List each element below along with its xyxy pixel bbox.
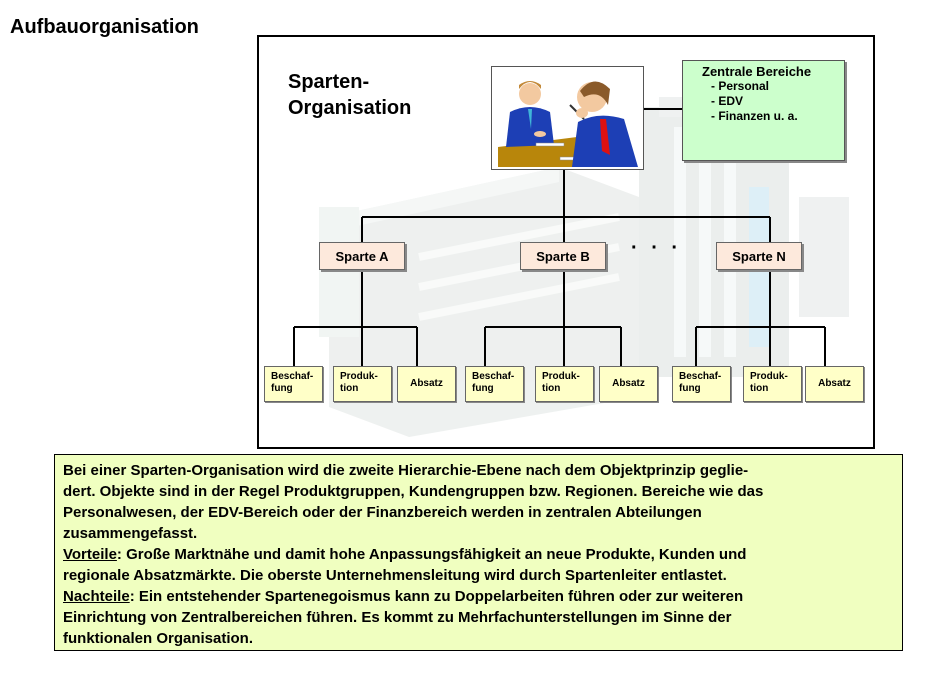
sparte-a-box: Sparte A bbox=[319, 242, 405, 270]
unit-label-line2: tion bbox=[340, 383, 359, 394]
nachteile-line: Einrichtung von Zentralbereichen führen.… bbox=[63, 609, 732, 626]
unit-label-line1: Beschaf- bbox=[472, 371, 515, 382]
unit-label-line2: tion bbox=[542, 383, 561, 394]
unit-absatz: Absatz bbox=[397, 366, 456, 402]
vorteile-line: regionale Absatzmärkte. Die oberste Unte… bbox=[63, 567, 727, 584]
intro-line: dert. Objekte sind in der Regel Produktg… bbox=[63, 483, 764, 500]
zentrale-bereiche-box: Zentrale Bereiche - Personal - EDV - Fin… bbox=[682, 60, 845, 161]
nachteile-line: Nachteile: Ein entstehender Spartenegois… bbox=[63, 586, 902, 607]
nachteile-line: funktionalen Organisation. bbox=[63, 630, 254, 647]
unit-produktion: Produk- tion bbox=[333, 366, 392, 402]
vorteile-text: : Große Marktnähe und damit hohe Anpassu… bbox=[116, 546, 747, 563]
unit-label-line2: tion bbox=[750, 383, 769, 394]
unit-produktion: Produk- tion bbox=[535, 366, 594, 402]
nachteile-text: : Ein entstehender Spartenegoismus kann … bbox=[129, 588, 744, 605]
unit-label-line2: fung bbox=[271, 383, 293, 394]
unit-label-line1: Produk- bbox=[542, 371, 580, 382]
unit-label-line2: fung bbox=[679, 383, 701, 394]
unit-label-line2: fung bbox=[472, 383, 494, 394]
org-connector-lines bbox=[293, 108, 826, 366]
sparte-n-box: Sparte N bbox=[716, 242, 802, 270]
vorteile-label: Vorteile bbox=[63, 546, 117, 563]
unit-absatz: Absatz bbox=[805, 366, 864, 402]
unit-absatz: Absatz bbox=[599, 366, 658, 402]
unit-beschaffung: Beschaf- fung bbox=[672, 366, 731, 402]
zentrale-item-edv: - EDV bbox=[711, 94, 744, 108]
unit-beschaffung: Beschaf- fung bbox=[465, 366, 524, 402]
unit-produktion: Produk- tion bbox=[743, 366, 802, 402]
intro-line: Bei einer Sparten-Organisation wird die … bbox=[63, 462, 749, 479]
zentrale-bereiche-title: Zentrale Bereiche bbox=[702, 64, 812, 79]
unit-label-line1: Beschaf- bbox=[271, 371, 314, 382]
description-box: Bei einer Sparten-Organisation wird die … bbox=[54, 454, 903, 651]
diagram-title-line1: Sparten- bbox=[288, 71, 370, 93]
unit-beschaffung: Beschaf- fung bbox=[264, 366, 323, 402]
zentrale-item-finanzen: - Finanzen u. a. bbox=[711, 109, 798, 123]
unit-label-line1: Produk- bbox=[340, 371, 378, 382]
intro-line: zusammengefasst. bbox=[63, 525, 198, 542]
diagram-frame: Sparten- Organisation bbox=[257, 35, 875, 449]
nachteile-label: Nachteile bbox=[63, 588, 130, 605]
businessmen-clipart bbox=[498, 81, 638, 167]
sparte-b-box: Sparte B bbox=[520, 242, 606, 270]
ellipsis-more-sparten: · · · bbox=[631, 237, 683, 259]
unit-label-line1: Beschaf- bbox=[679, 371, 722, 382]
diagram-title-line2: Organisation bbox=[288, 97, 412, 119]
diagram-title: Sparten- Organisation bbox=[288, 69, 411, 121]
zentrale-item-personal: - Personal bbox=[711, 79, 770, 93]
page-title: Aufbauorganisation bbox=[10, 16, 199, 38]
intro-line: Personalwesen, der EDV-Bereich oder der … bbox=[63, 504, 702, 521]
vorteile-line: Vorteile: Große Marktnähe und damit hohe… bbox=[63, 544, 902, 565]
unit-label-line1: Produk- bbox=[750, 371, 788, 382]
management-photo bbox=[491, 66, 644, 170]
